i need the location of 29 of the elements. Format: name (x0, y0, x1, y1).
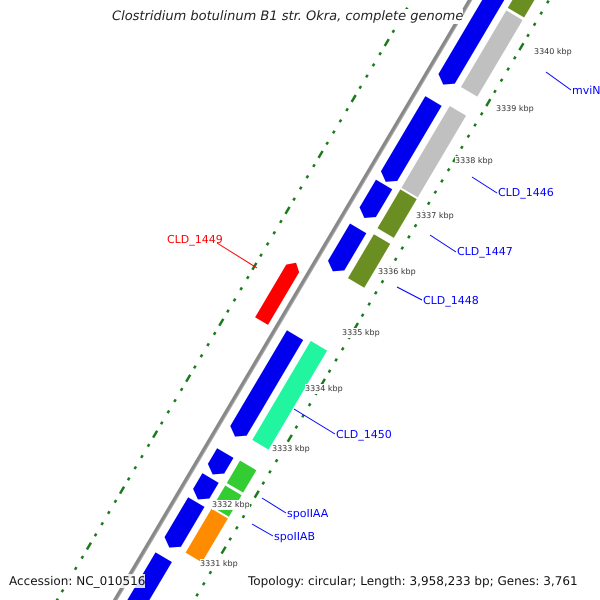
diagram-title: Clostridium botulinum B1 str. Okra, complete genome (112, 9, 464, 24)
leader-line (252, 524, 274, 536)
gene-label: CLD_1450 (336, 428, 392, 441)
footer-text: Accession: NC_010516 (9, 574, 146, 588)
scale-label: 3335 kbp (342, 328, 380, 338)
scale-label: 3338 kbp (455, 156, 493, 166)
gene-label: spoIIAA (287, 507, 328, 520)
leader-line (472, 176, 498, 194)
leader-line (430, 234, 456, 252)
gene-label: CLD_1446 (498, 186, 554, 199)
scale-label: 3339 kbp (496, 104, 534, 114)
leader-line (262, 498, 286, 514)
gene-label: spoIIAB (274, 530, 316, 543)
scale-label: 3337 kbp (416, 211, 454, 221)
leader-line (216, 242, 258, 268)
scale-label: 3332 kbp (212, 500, 250, 510)
scale-label: 3334 kbp (305, 384, 343, 394)
scale-label: 3333 kbp (272, 444, 310, 454)
scale-label: 3340 kbp (534, 47, 572, 57)
gene-label: CLD_1449 (167, 233, 223, 246)
scale-label: 3336 kbp (378, 267, 416, 277)
leader-line (396, 286, 422, 300)
gene-label: CLD_1448 (423, 294, 479, 307)
leader-line (294, 408, 336, 434)
footer-text: Topology: circular; Length: 3,958,233 bp; Genes: 3,761 (248, 574, 578, 588)
scale-label: 3331 kbp (200, 559, 238, 569)
leader-line (546, 72, 572, 90)
gene-label: mviN (572, 84, 600, 97)
gene-label: CLD_1447 (457, 245, 513, 258)
